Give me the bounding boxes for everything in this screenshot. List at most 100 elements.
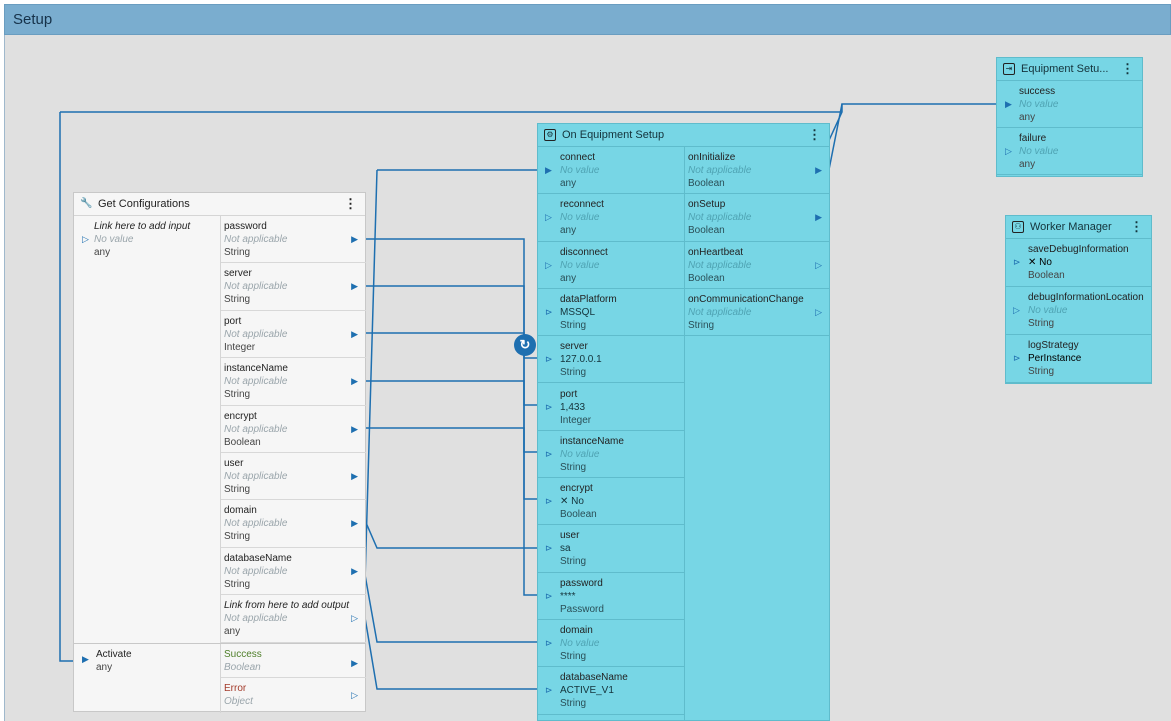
port-type: any [560, 272, 577, 284]
error-type: Object [224, 696, 253, 707]
error-port[interactable]: Error Object ▷ [221, 678, 366, 712]
output-arrow-icon[interactable]: ▶ [351, 281, 358, 292]
kebab-menu-icon[interactable]: ⋮ [1121, 61, 1134, 76]
output-arrow-icon[interactable]: ▶ [351, 518, 358, 529]
input-arrow-icon[interactable]: ▷ [545, 259, 552, 270]
success-port[interactable]: Success Boolean ▶ [221, 644, 366, 678]
input-arrow-icon[interactable]: ▷ [545, 212, 552, 223]
port-name: Link from here to add output [224, 600, 350, 612]
port-value: Not applicable [224, 518, 288, 530]
output-arrow-icon[interactable]: ▶ [815, 212, 822, 223]
equipment-setup-output-header[interactable]: ⇥ Equipment Setu... ⋮ [997, 58, 1142, 81]
input-placeholder-label: Link here to add input [94, 221, 191, 232]
port-password[interactable]: password****Password⊳ [538, 573, 684, 620]
success-type: Boolean [224, 662, 261, 673]
input-arrow-icon[interactable]: ⊳ [1013, 353, 1021, 363]
input-placeholder[interactable]: Link here to add input No value any ▷ [74, 216, 365, 261]
input-arrow-icon[interactable]: ▷ [1013, 305, 1020, 315]
worker-manager-node[interactable]: ⚇ Worker Manager ⋮ saveDebugInformation✕… [1005, 215, 1152, 384]
output-arrow-icon[interactable]: ▶ [351, 565, 358, 576]
port-type: any [560, 178, 577, 189]
output-arrow-icon[interactable]: ▷ [351, 613, 358, 624]
input-arrow-icon[interactable]: ⊳ [545, 401, 553, 412]
input-arrow-icon[interactable]: ⊳ [545, 496, 553, 507]
input-arrow-icon[interactable]: ⊳ [545, 354, 553, 365]
input-arrow-icon[interactable]: ⊳ [545, 543, 553, 554]
output-arrow-icon[interactable]: ▷ [815, 306, 822, 317]
port-name: user [224, 458, 244, 469]
port-value: No value [560, 259, 600, 271]
input-arrow-icon[interactable]: ⊳ [545, 448, 553, 459]
get-configurations-node[interactable]: 🔧 Get Configurations ⋮ Link here to add … [73, 192, 366, 713]
input-arrow-icon[interactable]: ▶ [545, 165, 552, 175]
port-value: No value [1019, 146, 1059, 157]
kebab-menu-icon[interactable]: ⋮ [808, 127, 821, 142]
output-arrow-icon[interactable]: ▶ [351, 376, 358, 387]
input-arrow-icon[interactable]: ▶ [1005, 99, 1012, 109]
output-arrow-icon[interactable]: ▷ [815, 259, 822, 270]
port-type: Boolean [688, 178, 725, 189]
output-arrow-icon[interactable]: ▶ [351, 328, 358, 339]
input-arrow-icon[interactable]: ▷ [82, 234, 89, 244]
kebab-menu-icon[interactable]: ⋮ [344, 196, 357, 211]
port-type: Integer [224, 341, 256, 353]
activate-port[interactable]: Activate any ▶ [74, 644, 220, 676]
port-type: String [224, 389, 251, 401]
input-arrow-icon[interactable]: ⊳ [545, 638, 553, 648]
port-value: Not applicable [688, 259, 752, 271]
port-name: disconnect [560, 246, 608, 258]
input-arrow-icon[interactable]: ⊳ [545, 590, 553, 601]
input-arrow-icon[interactable]: ⊳ [545, 306, 553, 317]
refresh-icon[interactable]: ↻ [514, 334, 536, 356]
port-value: PerInstance [1028, 353, 1082, 364]
output-arrow-icon[interactable]: ▶ [351, 471, 358, 481]
get-configurations-header[interactable]: 🔧 Get Configurations ⋮ [74, 193, 365, 216]
window-title: Setup [13, 11, 53, 28]
input-arrow-icon[interactable]: ▷ [1005, 146, 1012, 156]
kebab-menu-icon[interactable]: ⋮ [1130, 219, 1143, 234]
port-type: String [224, 578, 251, 590]
output-arrow-icon[interactable]: ▶ [351, 234, 358, 244]
error-arrow-icon[interactable]: ▷ [351, 690, 358, 700]
input-arrow-icon[interactable]: ⊳ [1013, 257, 1021, 267]
output-arrow-icon[interactable]: ▶ [815, 165, 822, 175]
on-equipment-setup-header[interactable]: ⚙ On Equipment Setup ⋮ [538, 124, 829, 147]
output-arrow-icon[interactable]: ▶ [351, 423, 358, 434]
wrench-icon: 🔧 [80, 198, 93, 209]
worker-manager-header[interactable]: ⚇ Worker Manager ⋮ [1006, 216, 1151, 239]
input-arrow-icon[interactable]: ⊳ [545, 685, 553, 696]
activate-arrow-icon[interactable]: ▶ [82, 654, 89, 664]
success-arrow-icon[interactable]: ▶ [351, 658, 358, 668]
